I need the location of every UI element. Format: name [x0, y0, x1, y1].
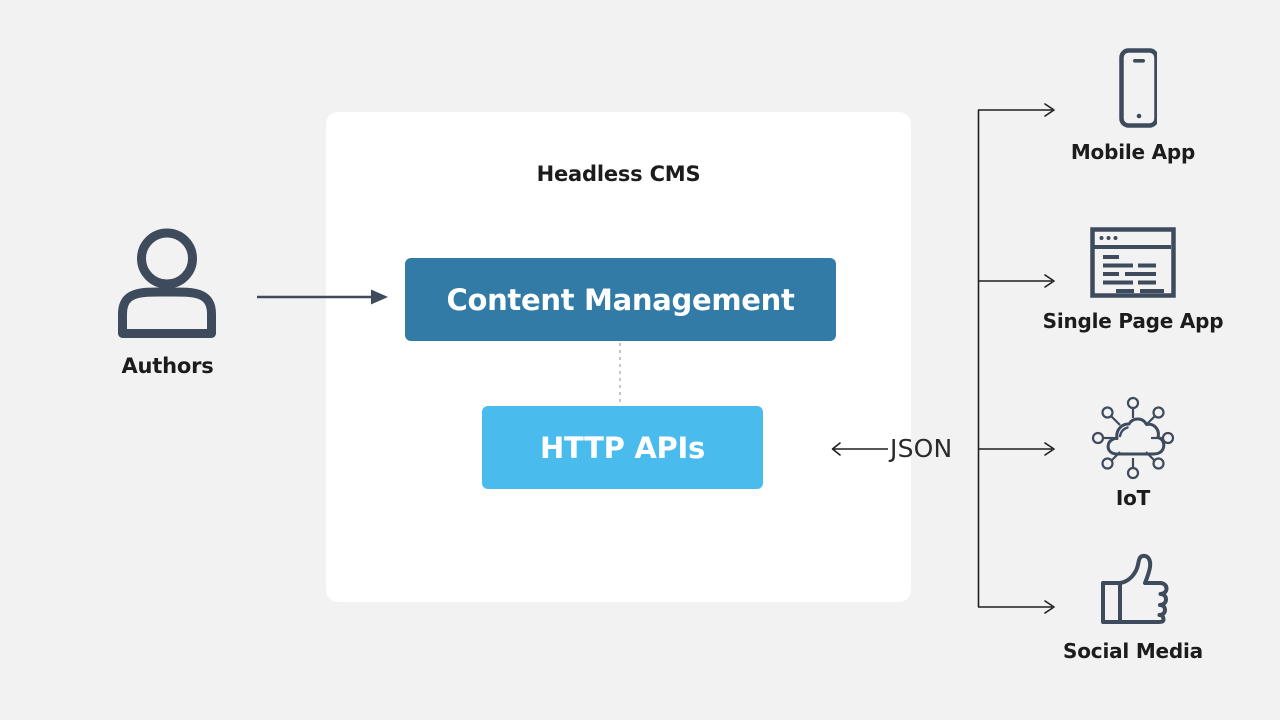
json-label: JSON	[890, 434, 953, 463]
channel-single-page-app[interactable]: Single Page App	[1013, 215, 1253, 331]
headless-cms-card	[326, 112, 911, 602]
channel-branch-arrows	[970, 100, 1070, 620]
authors-to-cms-arrow	[255, 285, 390, 309]
content-management-block[interactable]: Content Management	[405, 258, 836, 341]
browser-window-icon	[1013, 215, 1253, 307]
person-icon	[113, 228, 221, 338]
http-apis-block[interactable]: HTTP APIs	[482, 406, 763, 489]
channel-label: Single Page App	[1042, 309, 1224, 333]
authors-label: Authors	[121, 354, 214, 378]
thumbs-up-icon	[1013, 545, 1253, 637]
cms-internal-connector	[619, 343, 621, 405]
channel-label: Social Media	[1063, 639, 1203, 663]
http-apis-label: HTTP APIs	[540, 430, 705, 465]
channel-label: IoT	[1115, 486, 1151, 510]
cloud-network-icon	[1013, 392, 1253, 484]
channel-iot[interactable]: IoT	[1013, 392, 1253, 508]
content-management-label: Content Management	[446, 282, 795, 317]
json-arrow	[828, 438, 890, 460]
channel-social-media[interactable]: Social Media	[1013, 545, 1253, 661]
channel-mobile-app[interactable]: Mobile App	[1013, 46, 1253, 162]
headless-cms-title: Headless CMS	[536, 162, 701, 186]
mobile-phone-icon	[1013, 46, 1253, 138]
channel-label: Mobile App	[1070, 140, 1196, 164]
